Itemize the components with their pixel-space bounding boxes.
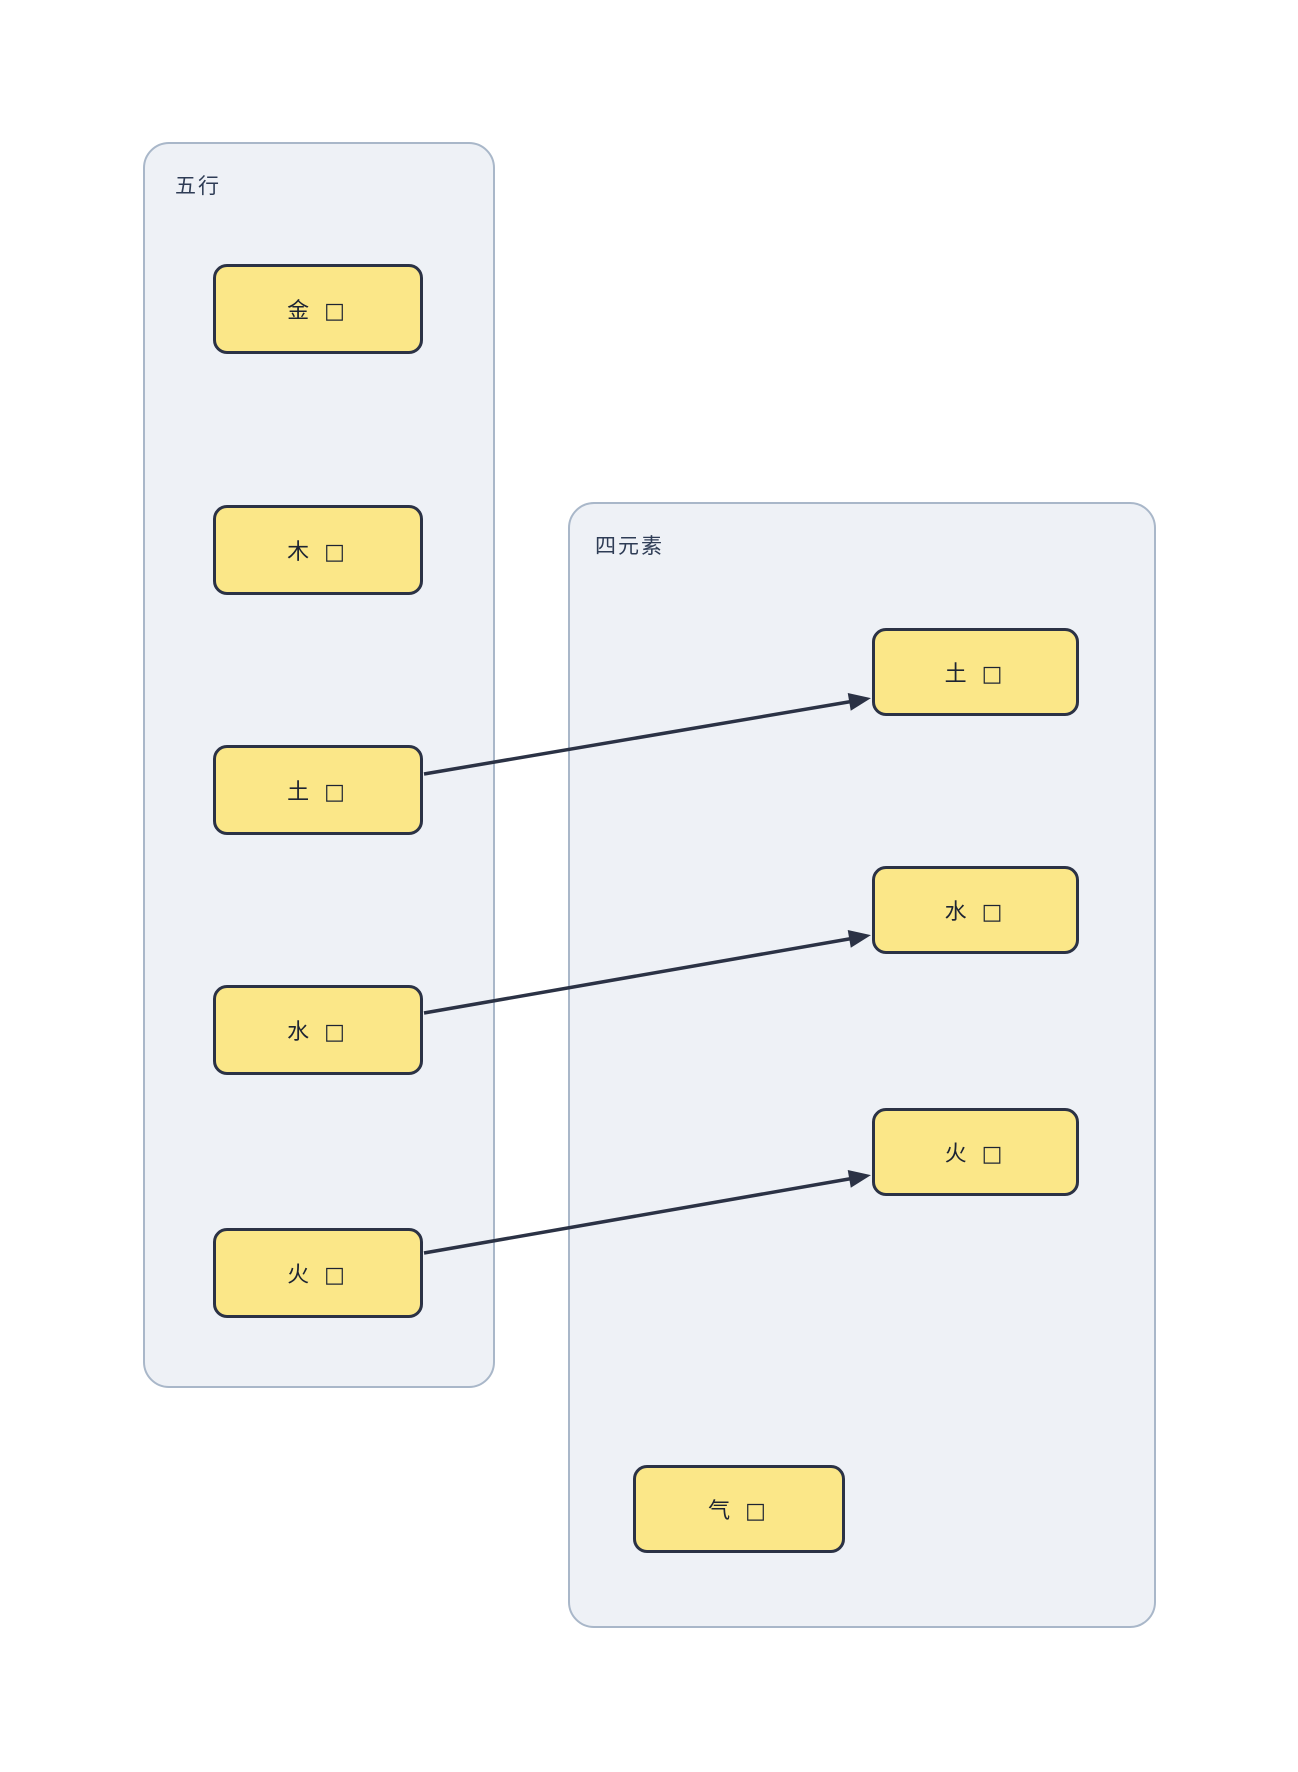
node-sielements-huo: 火 □ xyxy=(872,1108,1079,1196)
node-sielements-shui: 水 □ xyxy=(872,866,1079,954)
group-sielements-label: 四元素 xyxy=(595,534,664,558)
edge-tu-to-tu xyxy=(423,692,871,776)
node-wuxing-jin: 金 □ xyxy=(213,264,423,354)
node-sielements-tu: 土 □ xyxy=(872,628,1079,716)
node-wuxing-tu: 土 □ xyxy=(213,745,423,835)
node-wuxing-mu: 木 □ xyxy=(213,505,423,595)
group-wuxing-label: 五行 xyxy=(175,174,221,198)
node-wuxing-shui: 水 □ xyxy=(213,985,423,1075)
node-wuxing-huo: 火 □ xyxy=(213,1228,423,1318)
edge-shui-to-shui xyxy=(423,930,871,1015)
edge-huo-to-huo xyxy=(423,1170,871,1255)
node-sielements-qi: 气 □ xyxy=(633,1465,845,1553)
